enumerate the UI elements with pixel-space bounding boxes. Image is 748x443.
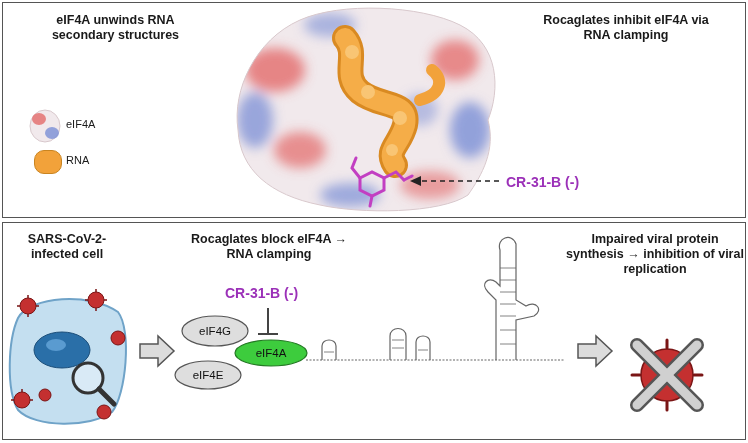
panel-heading: eIF4A unwinds RNA secondary structures: [38, 13, 193, 43]
legend-label: RNA: [66, 154, 89, 167]
panel: SARS-CoV-2-infected cell Rocaglates block…: [2, 222, 746, 440]
mrna-structure: [306, 237, 565, 360]
leader-arrow: [410, 176, 499, 186]
factor-label: eIF4A: [256, 347, 287, 359]
factor-ellipse: eIF4G: [181, 315, 249, 347]
factor-label: eIF4E: [193, 369, 224, 381]
panel: eIF4A unwinds RNA secondary structures Ro…: [2, 2, 746, 218]
step-heading: Rocaglates block eIF4A → RNA clamping: [183, 232, 355, 262]
inhibited-virus: [632, 340, 702, 410]
process-arrow: [578, 336, 612, 366]
process-arrow: [140, 336, 174, 366]
infected-cell: [10, 289, 126, 424]
rna-surface: [345, 38, 439, 165]
legend-label: eIF4A: [66, 118, 95, 131]
step-heading: Impaired viral protein synthesis → inhib…: [565, 232, 745, 277]
factor-ellipse: eIF4A: [234, 339, 308, 367]
compound-label: CR-31-B (-): [225, 285, 355, 302]
factor-ellipse: eIF4E: [174, 360, 242, 390]
legend-surface-swatch: [30, 110, 60, 142]
factor-label: eIF4G: [199, 325, 231, 337]
step-heading: SARS-CoV-2-infected cell: [11, 232, 123, 262]
rocaglate-molecule: [352, 158, 412, 206]
panel-heading: Rocaglates inhibit eIF4A via RNA clampin…: [531, 13, 721, 43]
compound-label: CR-31-B (-): [506, 174, 646, 191]
inhibition-bar: [258, 308, 278, 334]
legend-swatch: [34, 150, 62, 174]
protein-surface: [237, 8, 495, 211]
